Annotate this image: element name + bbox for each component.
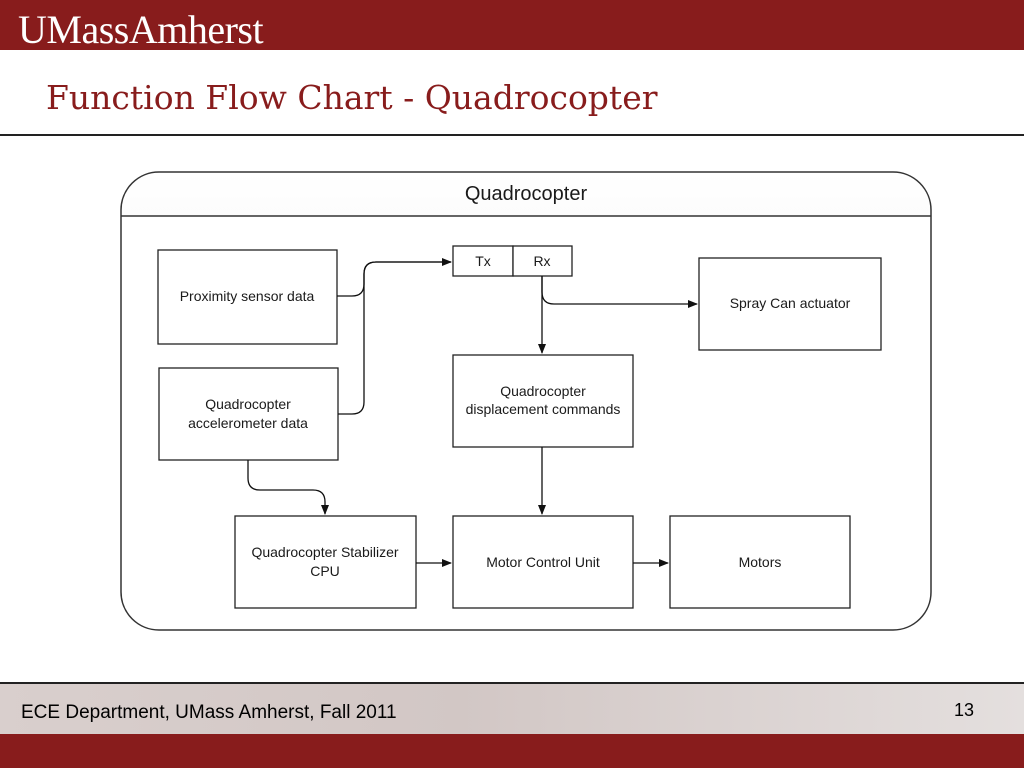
node-tx: Tx: [452, 245, 514, 277]
footer-band: ECE Department, UMass Amherst, Fall 2011…: [0, 684, 1024, 734]
node-spray-can-label: Spray Can actuator: [730, 295, 851, 311]
node-motors-label: Motors: [739, 554, 782, 570]
node-stabilizer-cpu: Quadrocopter Stabilizer CPU: [234, 515, 417, 609]
node-motor-control-label: Motor Control Unit: [486, 554, 600, 570]
footer-text: ECE Department, UMass Amherst, Fall 2011: [21, 702, 397, 723]
node-displacement-line1: Quadrocopter: [500, 383, 586, 399]
page-number: 13: [953, 700, 974, 720]
node-rx: Rx: [512, 245, 573, 277]
node-proximity-label: Proximity sensor data: [180, 288, 315, 304]
connector-accelerometer-to-tx: [338, 261, 451, 415]
node-accelerometer: Quadrocopter accelerometer data: [158, 367, 339, 461]
slide-title: Function Flow Chart - Quadrocopter: [46, 78, 658, 117]
connector-proximity-to-tx: [337, 258, 452, 297]
footer-divider: [0, 682, 1024, 684]
node-stabilizer-line2: CPU: [310, 563, 340, 579]
node-tx-label: Tx: [475, 253, 491, 269]
umass-logo: UMassAmherst: [18, 7, 264, 52]
node-motors: Motors: [669, 515, 851, 609]
node-displacement: Quadrocopter displacement commands: [452, 354, 634, 448]
bottom-banner: [0, 734, 1024, 768]
node-stabilizer-line1: Quadrocopter Stabilizer: [251, 544, 398, 560]
quadrocopter-container: Quadrocopter: [120, 171, 932, 631]
node-accelerometer-line1: Quadrocopter: [205, 396, 291, 412]
node-displacement-line2: displacement commands: [466, 401, 621, 417]
container-title: Quadrocopter: [465, 183, 588, 205]
node-proximity-sensor: Proximity sensor data: [157, 249, 338, 345]
node-motor-control-unit: Motor Control Unit: [452, 515, 634, 609]
title-divider: [0, 134, 1024, 136]
node-rx-label: Rx: [533, 253, 550, 269]
node-accelerometer-line2: accelerometer data: [188, 415, 308, 431]
top-banner: UMassAmherst: [0, 0, 1024, 52]
node-spray-can: Spray Can actuator: [698, 257, 882, 351]
connector-accelerometer-to-stabilizer: [247, 460, 329, 515]
connector-rx-to-spray: [541, 276, 698, 308]
